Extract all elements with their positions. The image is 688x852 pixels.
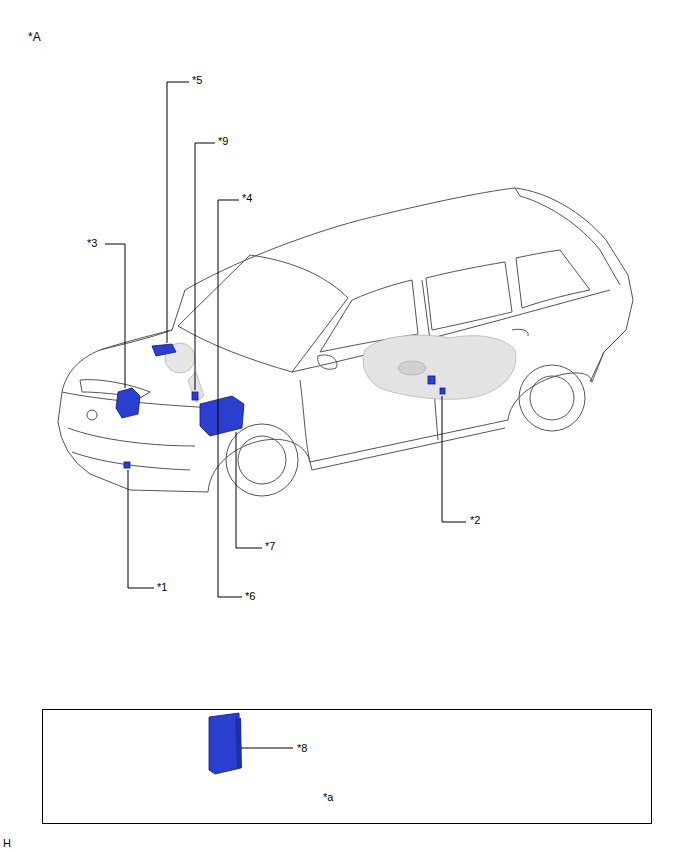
view-label: *a xyxy=(323,791,333,804)
callout-number: *9 xyxy=(218,135,228,148)
callout-number: *1 xyxy=(157,581,167,594)
callout-number: *5 xyxy=(192,74,202,87)
view-label: *A xyxy=(28,31,41,44)
figure-code: H xyxy=(3,837,11,850)
ecu-illustration xyxy=(43,710,650,822)
callout-number: *3 xyxy=(87,237,97,250)
callout-number: *2 xyxy=(470,514,480,527)
callout-number: *4 xyxy=(242,192,252,205)
inset-frame: *8 *a xyxy=(42,709,652,824)
callout-number: *6 xyxy=(245,590,255,603)
callout-number: *7 xyxy=(265,540,275,553)
callout-number: *8 xyxy=(297,742,307,755)
